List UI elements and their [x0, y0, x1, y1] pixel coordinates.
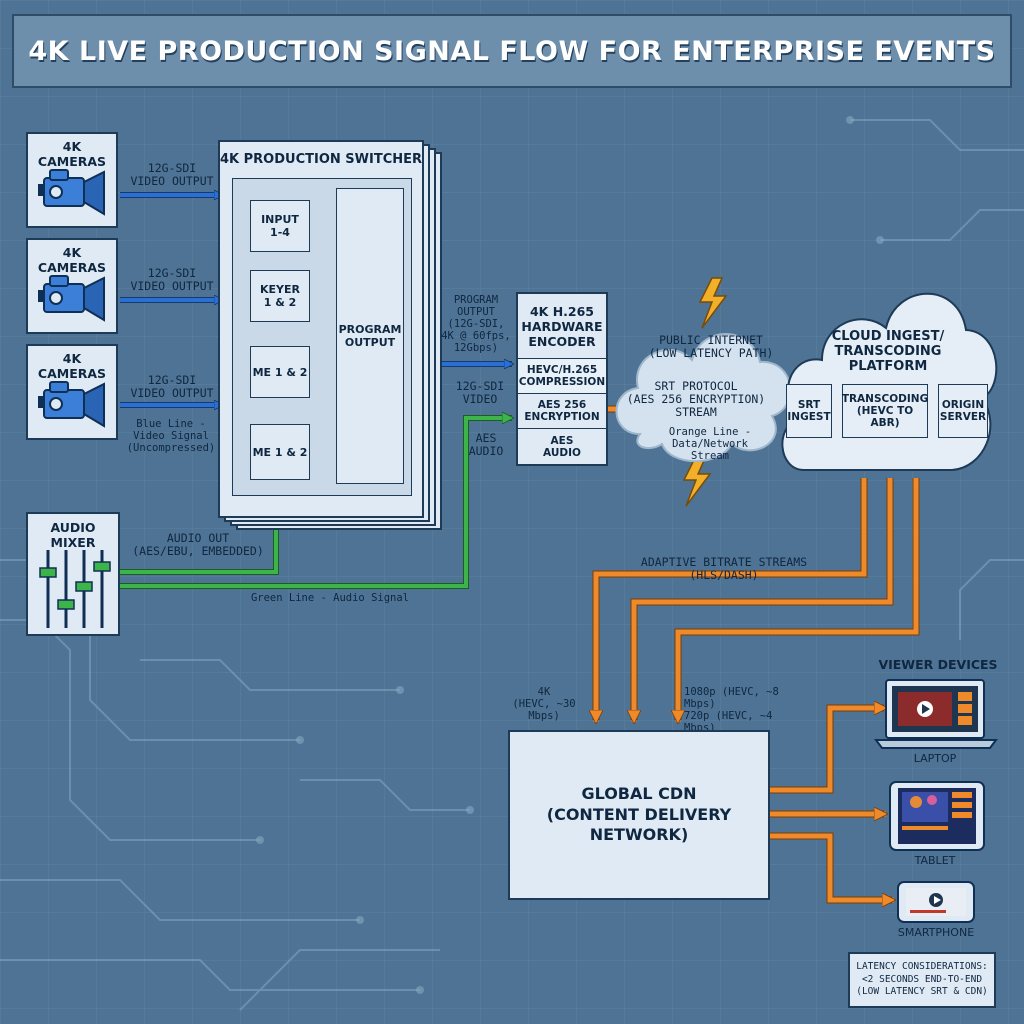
abr-stream-1080p-line — [634, 478, 893, 722]
origin-server-box: ORIGIN SERVER — [938, 384, 988, 438]
camera-box-1: 4K CAMERAS — [26, 132, 118, 228]
camera-output-label: 12G-SDI VIDEO OUTPUT — [130, 266, 214, 294]
audio-fader-icon — [39, 550, 111, 628]
srt-ingest-box: SRT INGEST — [786, 384, 832, 438]
abr-stream-720p-line — [678, 478, 919, 722]
lightning-icon — [698, 277, 728, 329]
camera-label: 4K CAMERAS — [37, 139, 107, 169]
laptop-icon — [874, 679, 998, 749]
viewer-devices-title: VIEWER DEVICES — [878, 657, 998, 672]
public-internet-cloud — [615, 333, 792, 463]
cdn-to-smartphone-line — [770, 833, 894, 900]
legend-blue-line: Blue Line - Video Signal (Uncompressed) — [126, 418, 216, 455]
legend-green-line: Green Line - Audio Signal — [250, 592, 410, 604]
switcher-me-a: ME 1 & 2 — [250, 346, 310, 398]
stream-hd-label: 1080p (HEVC, ~8 Mbps) 720p (HEVC, ~4 Mbp… — [684, 686, 779, 735]
srt-protocol-label: SRT PROTOCOL (AES 256 ENCRYPTION) STREAM — [626, 379, 766, 420]
public-internet-label: PUBLIC INTERNET (LOW LATENCY PATH) — [648, 333, 774, 361]
switcher-input-1-4: INPUT 1-4 — [250, 200, 310, 252]
cdn-label: GLOBAL CDN (CONTENT DELIVERY NETWORK) — [546, 783, 732, 845]
encoder-hevc-section: HEVC/H.265 COMPRESSION — [518, 359, 606, 394]
device-tablet-label: TABLET — [914, 854, 956, 867]
latency-note: LATENCY CONSIDERATIONS: <2 SECONDS END-T… — [848, 952, 996, 1008]
camera-output-label: 12G-SDI VIDEO OUTPUT — [130, 161, 214, 189]
audio-mixer: AUDIO MIXER — [26, 512, 120, 636]
switcher-program-output: PROGRAM OUTPUT — [336, 188, 404, 484]
latency-text: LATENCY CONSIDERATIONS: <2 SECONDS END-T… — [856, 961, 988, 998]
video-camera-icon — [38, 169, 105, 216]
global-cdn: GLOBAL CDN (CONTENT DELIVERY NETWORK) — [508, 730, 770, 900]
cdn-to-laptop-line — [770, 708, 886, 793]
camera-label: 4K CAMERAS — [37, 351, 107, 381]
switcher-me-b: ME 1 & 2 — [250, 424, 310, 480]
page-title: 4K LIVE PRODUCTION SIGNAL FLOW FOR ENTER… — [12, 14, 1012, 88]
video-camera-icon — [38, 381, 105, 428]
camera-label: 4K CAMERAS — [37, 245, 107, 275]
hardware-encoder: 4K H.265 HARDWARE ENCODER HEVC/H.265 COM… — [516, 292, 608, 466]
audio-to-encoder-line — [120, 418, 512, 588]
stream-4k-label: 4K (HEVC, ~30 Mbps) — [512, 686, 576, 723]
device-smartphone-label: SMARTPHONE — [897, 926, 975, 939]
abr-stream-4k-line — [596, 478, 867, 722]
device-laptop-label: LAPTOP — [913, 752, 957, 765]
video-camera-icon — [38, 275, 105, 322]
encoder-audio-section: AES AUDIO — [543, 435, 581, 459]
camera-box-3: 4K CAMERAS — [26, 344, 118, 440]
abr-streams-label: ADAPTIVE BITRATE STREAMS (HLS/DASH) — [640, 555, 808, 583]
program-output-label: PROGRAM OUTPUT (12G-SDI, 4K @ 60fps, 12G… — [441, 294, 511, 355]
sdi-video-label: 12G-SDI VIDEO — [455, 379, 505, 407]
switcher-title: 4K PRODUCTION SWITCHER — [220, 152, 423, 167]
cloud-platform-title: CLOUD INGEST/ TRANSCODING PLATFORM — [831, 329, 945, 374]
encoder-title: 4K H.265 HARDWARE ENCODER — [518, 294, 606, 359]
camera-output-label: 12G-SDI VIDEO OUTPUT — [130, 373, 214, 401]
switcher-keyer: KEYER 1 & 2 — [250, 270, 310, 322]
audio-out-label: AUDIO OUT (AES/EBU, EMBEDDED) — [132, 531, 264, 559]
transcoding-box: TRANSCODING (HEVC TO ABR) — [842, 384, 928, 438]
camera-box-2: 4K CAMERAS — [26, 238, 118, 334]
smartphone-icon — [897, 881, 975, 923]
encoder-aes-section: AES 256 ENCRYPTION — [518, 394, 606, 429]
tablet-icon — [889, 781, 985, 851]
audio-mixer-label: AUDIO MIXER — [50, 520, 96, 550]
aes-audio-label: AES AUDIO — [468, 431, 504, 459]
legend-orange-line: Orange Line - Data/Network Stream — [668, 426, 752, 463]
